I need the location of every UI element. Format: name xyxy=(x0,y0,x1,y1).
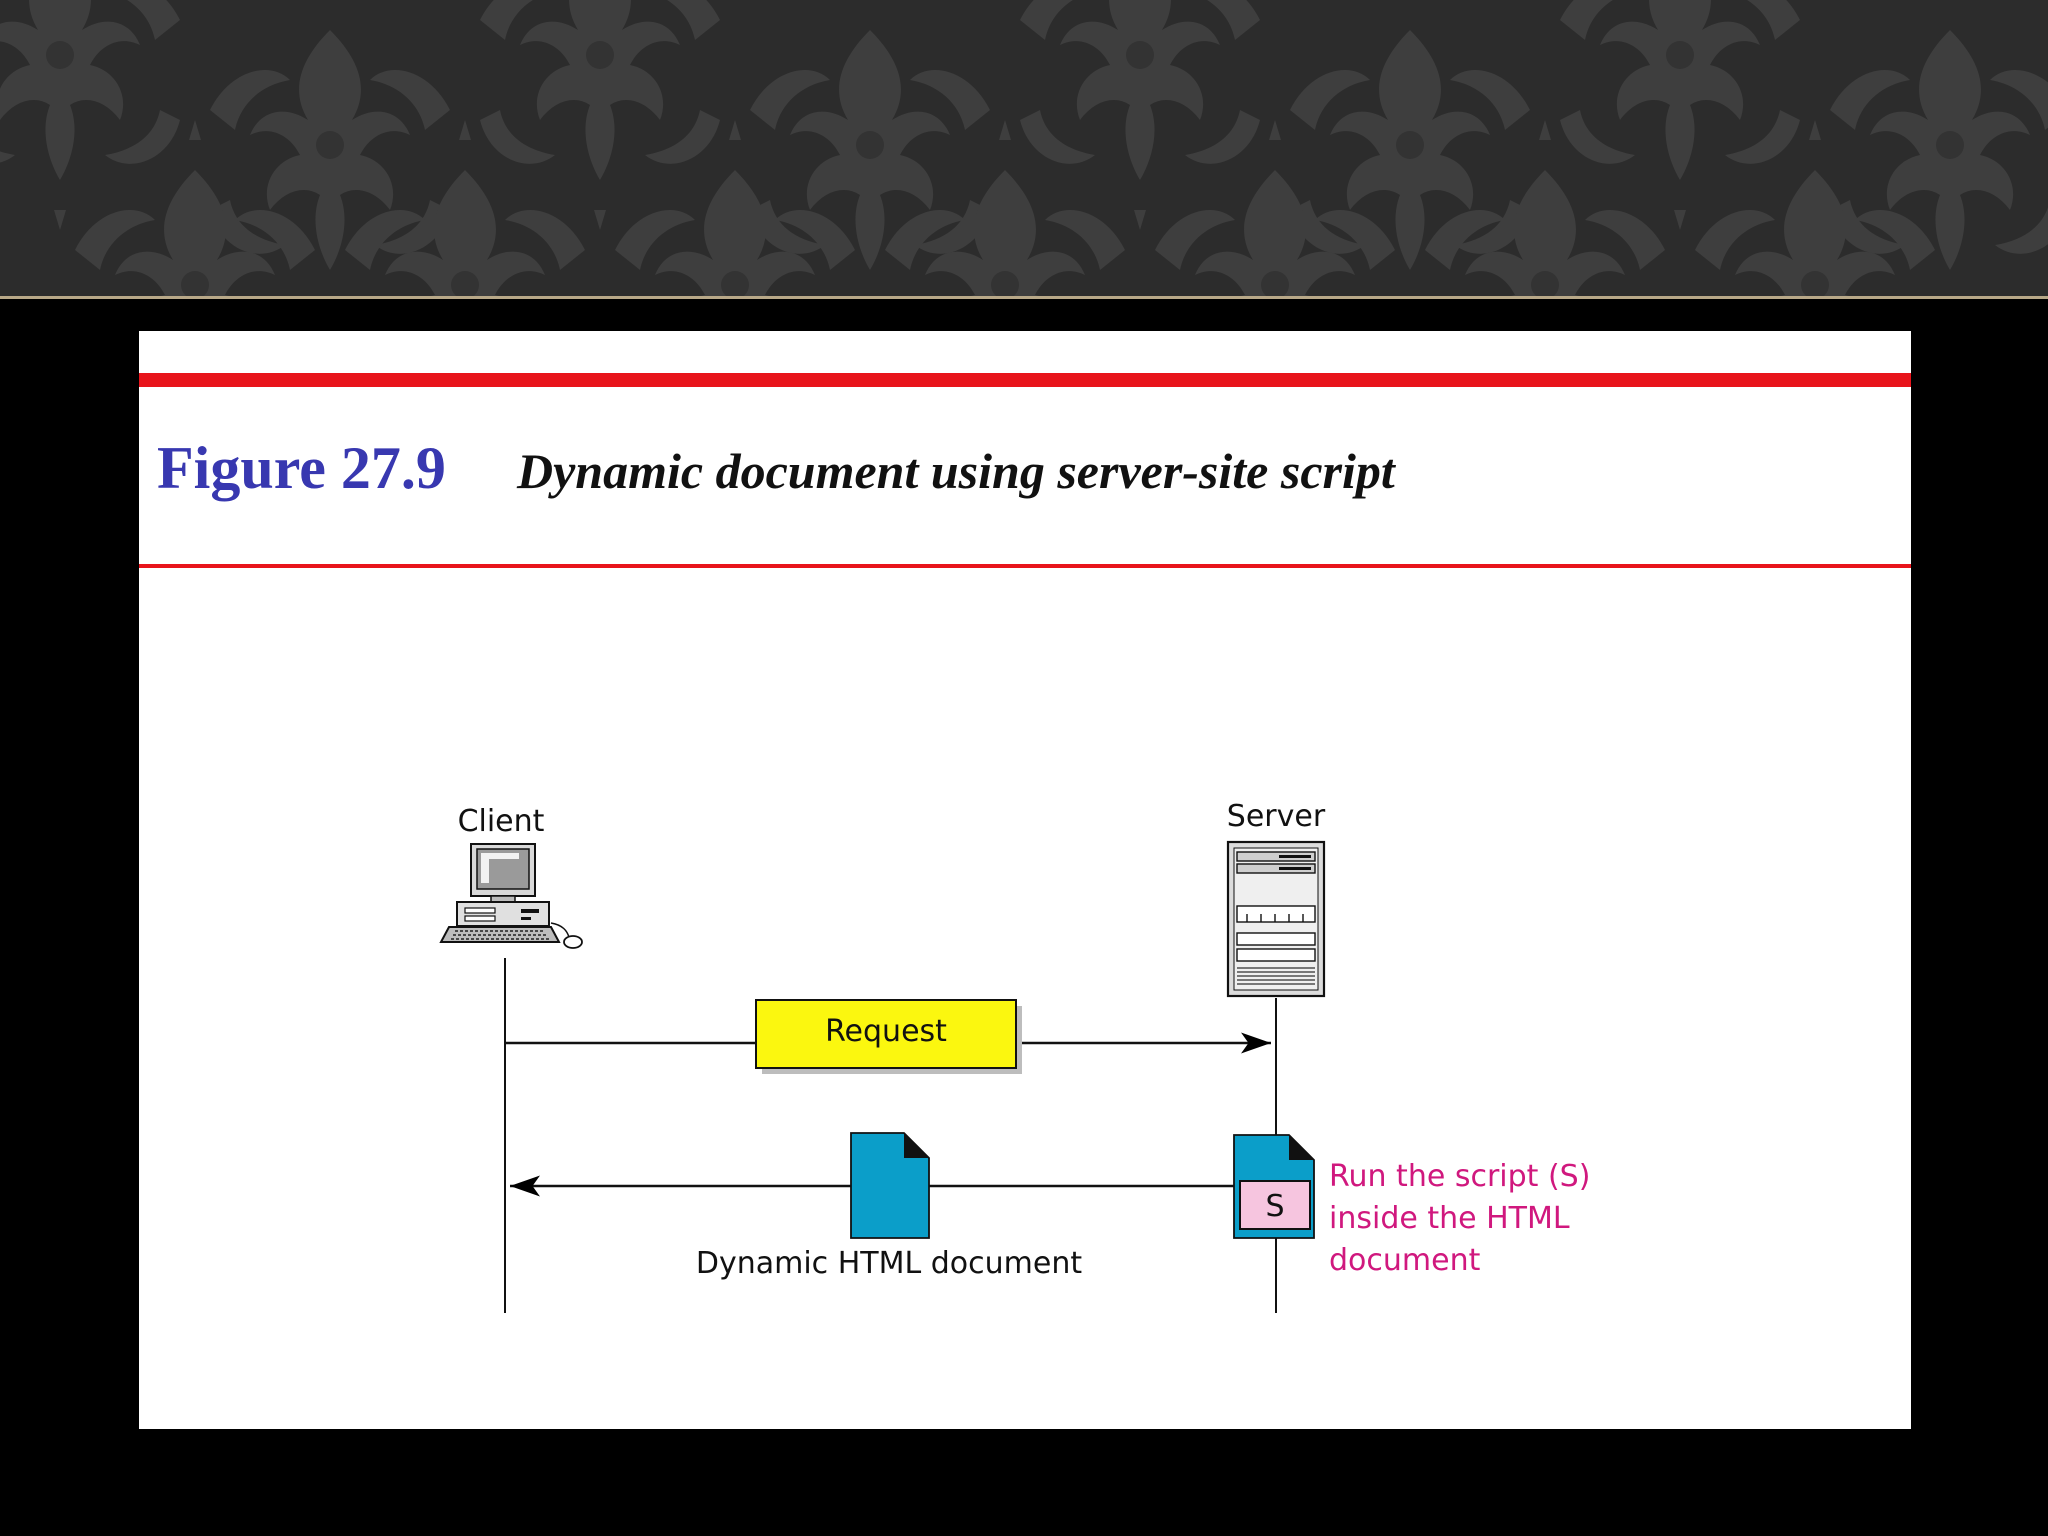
damask-motif xyxy=(1020,0,1260,230)
damask-motif xyxy=(0,0,180,230)
damask-motif xyxy=(1155,120,1395,296)
note-line-1: Run the script (S) xyxy=(1329,1159,1590,1194)
damask-motif xyxy=(1560,0,1800,230)
damask-pattern xyxy=(0,0,2048,296)
figure-caption: Dynamic document using server-site scrip… xyxy=(516,443,1397,499)
response-label: Dynamic HTML document xyxy=(696,1246,1082,1281)
note-line-2: inside the HTML xyxy=(1329,1201,1570,1236)
request-box xyxy=(755,999,1017,1069)
top-red-rule xyxy=(139,373,1911,387)
damask-motif xyxy=(480,0,720,230)
damask-motif xyxy=(885,120,1125,296)
header-damask-band xyxy=(0,0,2048,296)
damask-motif xyxy=(210,0,450,296)
damask-motif xyxy=(615,120,855,296)
caption-red-rule xyxy=(139,564,1911,568)
request-label: Request xyxy=(825,1014,947,1049)
figure-canvas: Figure 27.9 Dynamic document using serve… xyxy=(139,373,1911,1313)
figure-panel: Figure 27.9 Dynamic document using serve… xyxy=(139,331,1911,1429)
damask-motif xyxy=(345,120,585,296)
server-tower-icon xyxy=(1226,840,1326,998)
header-divider xyxy=(0,296,2048,299)
damask-motif xyxy=(1425,120,1665,296)
client-label: Client xyxy=(458,804,545,839)
document-fold xyxy=(904,1133,929,1158)
damask-motif xyxy=(750,0,990,296)
server-label: Server xyxy=(1227,799,1326,834)
damask-motif xyxy=(75,120,315,296)
damask-motif xyxy=(1695,120,1935,296)
figure-number: Figure 27.9 xyxy=(157,435,446,501)
damask-motif xyxy=(1290,0,1530,296)
document-icon xyxy=(850,1132,930,1239)
script-document-icon xyxy=(1233,1134,1315,1239)
script-marker: S xyxy=(1265,1189,1284,1224)
note-line-3: document xyxy=(1329,1243,1481,1278)
desktop-computer-icon xyxy=(439,843,583,949)
